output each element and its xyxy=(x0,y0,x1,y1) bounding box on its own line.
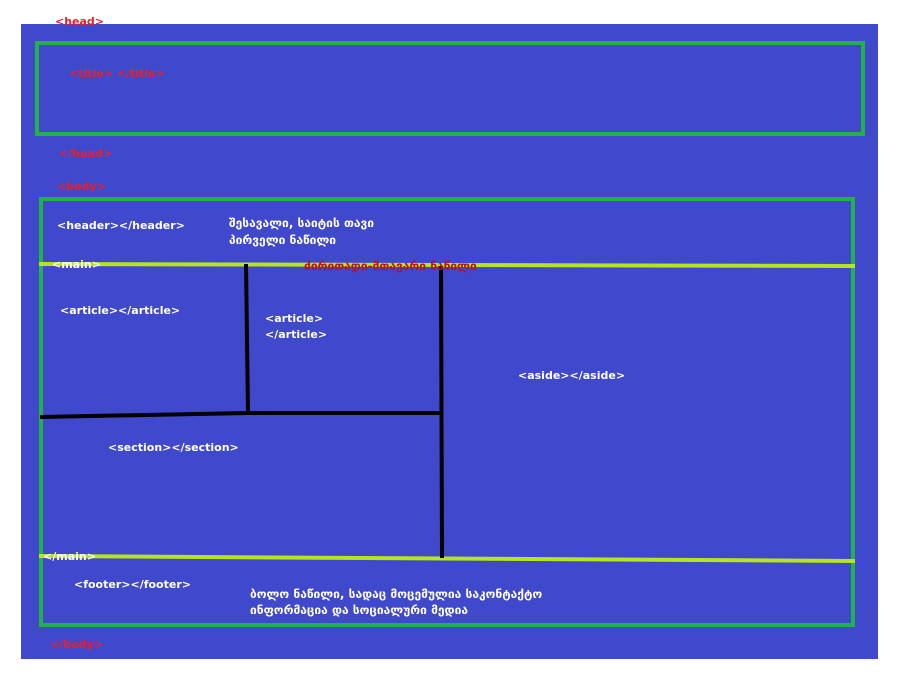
main-description: ძირითადი-მთავარი ნაწილი xyxy=(304,259,477,273)
head-open-tag: <head> xyxy=(55,15,105,28)
main-open-tag: <main> xyxy=(52,258,101,271)
head-close-tag: </head> xyxy=(59,147,113,160)
header-description-line2: პირველი ნაწილი xyxy=(229,233,337,247)
diagram-canvas xyxy=(21,24,878,659)
body-frame xyxy=(39,197,855,627)
body-open-tag: <body> xyxy=(57,180,106,193)
article1-tag: <article></article> xyxy=(60,304,181,317)
head-frame xyxy=(35,41,865,136)
footer-description-line1: ბოლო ნაწილი, სადაც მოცემულია საკონტაქტო xyxy=(250,587,543,601)
footer-tag: <footer></footer> xyxy=(74,578,191,591)
footer-description-line2: ინფორმაცია და სოციალური მედია xyxy=(250,603,468,617)
main-close-line xyxy=(38,554,856,563)
aside-tag: <aside></aside> xyxy=(518,369,626,382)
article2-open-tag: <article> xyxy=(265,312,324,325)
body-close-tag: </body> xyxy=(50,638,103,651)
title-tag: <title> </title> xyxy=(69,67,165,80)
main-open-line xyxy=(38,262,856,268)
header-tag: <header></header> xyxy=(57,219,185,232)
article2-close-tag: </article> xyxy=(265,328,328,341)
section-tag: <section></section> xyxy=(108,441,239,454)
header-description-line1: შესავალი, საიტის თავი xyxy=(229,216,375,230)
articles-bottom-left xyxy=(39,411,249,419)
article-divider-vertical xyxy=(244,263,250,415)
main-close-tag: </main> xyxy=(43,550,96,563)
